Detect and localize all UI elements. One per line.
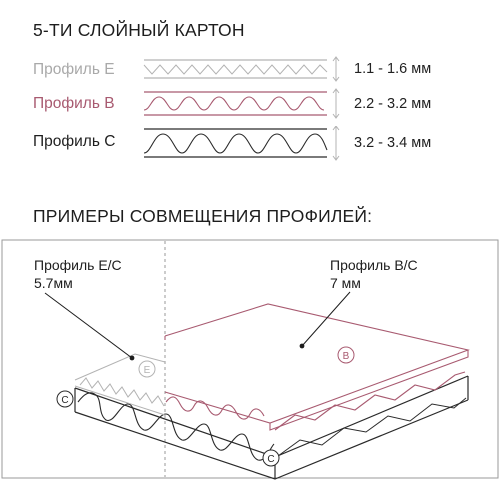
profile-b-graphic [143,88,340,119]
e-layer [74,353,166,416]
diagram-frame [1,239,499,479]
profile-c-graphic [143,126,340,161]
label-ec-name: Профиль E/C [34,257,122,273]
badge-c-letter: C [267,454,274,465]
b-layer [164,303,470,431]
badge-c-right-icon: C [262,449,280,467]
label-bc-thickness: 7 мм [330,275,361,291]
profile-name: Профиль E [33,61,115,78]
profile-name: Профиль C [33,133,116,150]
badge-e-letter: E [144,365,151,376]
callout-dot-right [299,343,305,349]
label-bc: Профиль B/C 7 мм [330,256,418,292]
profile-range: 2.2 - 3.2 мм [354,96,432,112]
examples-title: ПРИМЕРЫ СОВМЕЩЕНИЯ ПРОФИЛЕЙ: [33,206,373,226]
callout-line-right [301,291,351,347]
label-ec-thickness: 5.7мм [34,275,73,291]
page-title: 5-ТИ СЛОЙНЫЙ КАРТОН [33,20,245,40]
profile-row-e: Профиль E 1.1 - 1.6 мм [0,56,500,96]
badge-b-letter: B [343,351,350,362]
badge-c-letter: C [61,395,68,406]
label-bc-name: Профиль B/C [330,257,418,273]
badge-e-icon: E [138,360,156,378]
profile-range: 1.1 - 1.6 мм [354,61,432,77]
profile-row-c: Профиль C 3.2 - 3.4 мм [0,126,500,166]
profile-range: 3.2 - 3.4 мм [354,135,432,151]
callout-dot-left [129,355,135,361]
profile-row-b: Профиль B 2.2 - 3.2 мм [0,88,500,128]
callout-line-left [44,292,133,359]
badge-b-icon: B [337,346,355,364]
label-ec: Профиль E/C 5.7мм [34,256,122,292]
profile-name: Профиль B [33,95,115,112]
profile-e-graphic [143,56,340,82]
badge-c-left-icon: C [56,390,74,408]
